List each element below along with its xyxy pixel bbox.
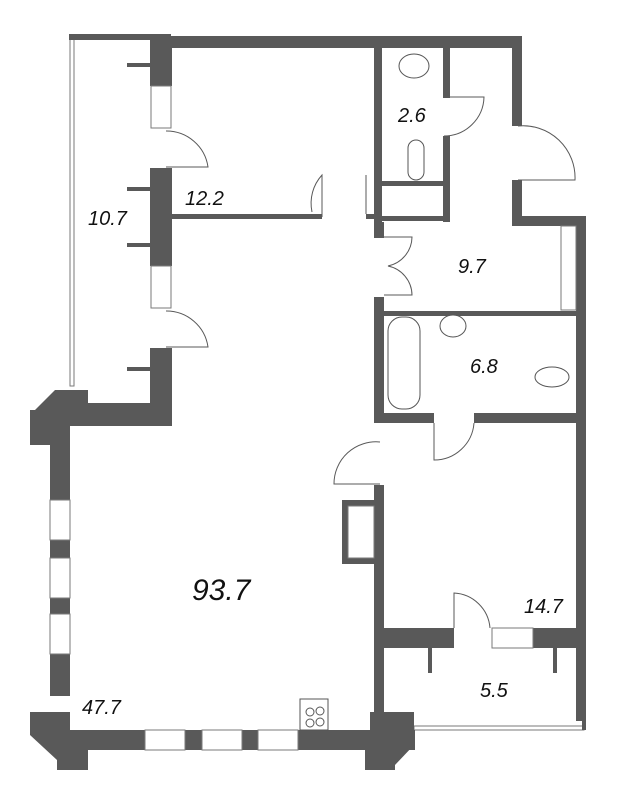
area-bedroom-east: 14.7 [524,596,563,618]
wall-north [150,36,522,48]
balcony-west-glass [69,35,75,387]
total-area: 93.7 [192,574,251,607]
area-balcony-south: 5.5 [480,680,508,702]
area-balcony-west: 10.7 [88,208,127,230]
area-wc: 2.6 [398,105,426,127]
area-hall: 9.7 [458,256,486,278]
area-bathroom: 6.8 [470,356,498,378]
area-living-kitchen: 47.7 [82,697,121,719]
area-bedroom-north: 12.2 [185,188,224,210]
stove-icon [299,698,329,731]
